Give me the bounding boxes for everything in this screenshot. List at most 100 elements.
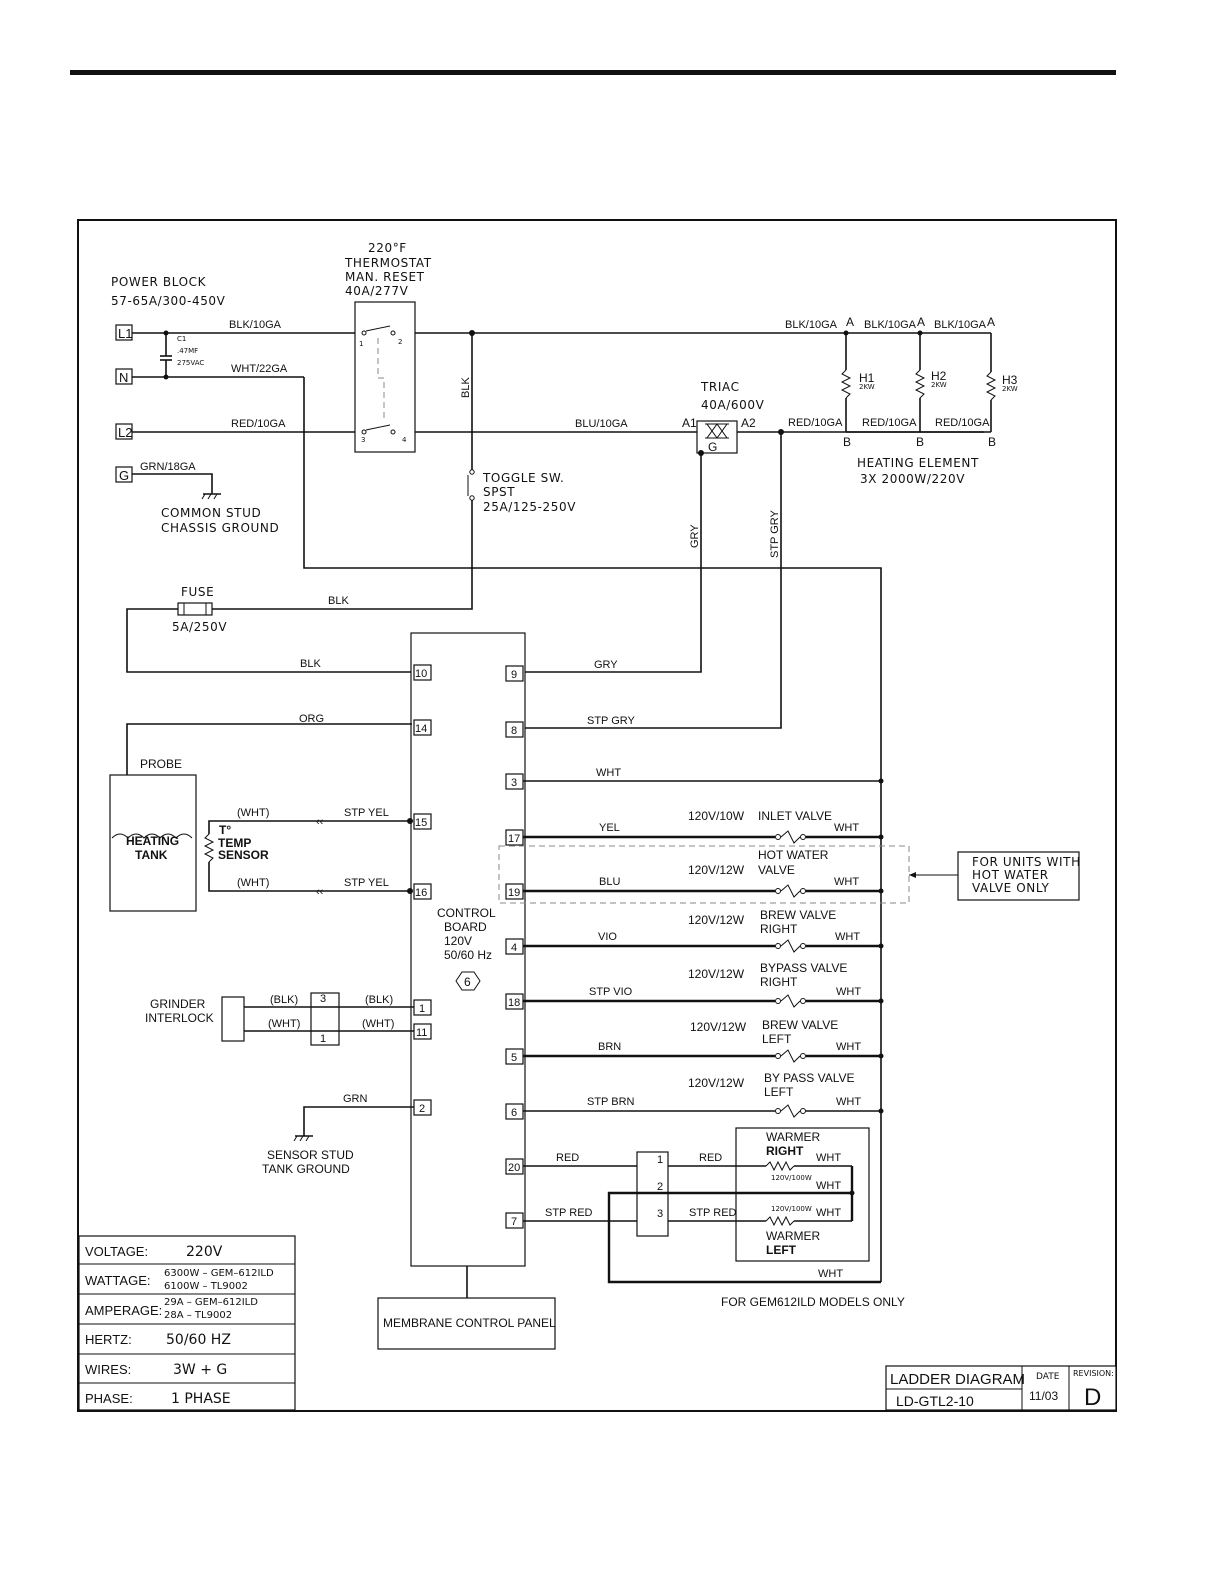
wire-sensor-15 [208,820,410,834]
terminal-n-label: N [119,370,128,385]
control-board-label-3: 120V [444,934,472,948]
heater-caption-1: HEATING ELEMENT [857,456,979,470]
sensor-stud-label-1: SENSOR STUD [267,1148,354,1162]
rung-bypass-valve-right [505,993,884,1010]
left-pin-11-label: 11 [416,1027,427,1039]
title-block-title: LADDER DIAGRAM [890,1371,1025,1388]
fuse-label: FUSE [181,585,214,599]
hot-water-note-1: FOR UNITS WITH [972,855,1081,869]
wire-org [126,723,412,778]
rung-bypass-valve-left [505,1103,884,1120]
right-pin-9-label: 9 [511,669,517,681]
wire-g [132,473,213,494]
warmer-stpred-label: STP RED [689,1207,737,1219]
left-pin-15 [413,813,432,830]
rung-inlet-valve [505,829,884,846]
control-board-label-4: 50/60 Hz [444,948,492,962]
membrane-label: MEMBRANE CONTROL PANEL [383,1316,556,1330]
title-block-number: LD-GTL2-10 [896,1393,974,1409]
grinder-wire-blk-1: (BLK) [270,994,298,1006]
heater-h3-label: H3 [1002,373,1018,387]
heater-h2-label: H2 [931,369,947,383]
wire-warmer-common [607,1191,881,1284]
tank-ground-icon [293,1135,313,1142]
ground-label-1: COMMON STUD [161,506,261,520]
svg-text:A: A [987,315,995,329]
heater-h3: A B [985,315,997,449]
terminal-l2-label: L2 [118,425,132,440]
heater-caption-2: 3X 2000W/220V [860,472,965,486]
warmer-conn-1: 1 [657,1154,663,1166]
thermostat-switch-icon [361,325,396,435]
brew-left-label-1: BREW VALVE [762,1018,838,1032]
toggle-label: TOGGLE SW. [482,471,564,485]
wire-neutral-return [303,377,882,1282]
wire-fuse-in [126,608,412,673]
brew-right-label-1: BREW VALVE [760,908,836,922]
left-pin-14-label: 14 [415,723,427,735]
wire-stp-gry [523,432,782,729]
sensor-wht-15: (WHT) [237,807,269,819]
wire-l2-label: RED/10GA [231,418,286,430]
right-pin-19-label: 19 [508,887,520,899]
brew-right-wht-label: WHT [835,931,860,943]
wire-stpvio-label: STP VIO [589,986,633,998]
control-board-label-1: CONTROL [437,906,496,920]
title-block-rev: D [1084,1384,1101,1411]
grinder-wire-wht-1: (WHT) [268,1018,300,1030]
right-pin-7-label: 7 [511,1216,517,1228]
capacitor-name: C1 [177,335,186,343]
title-block-date-label: DATE [1036,1372,1060,1382]
temp-sensor-label-2: SENSOR [218,848,269,862]
warmer-left-label-2: LEFT [766,1243,797,1257]
temp-sensor-label-1: TEMP [218,836,251,850]
brew-left-label-2: LEFT [762,1032,792,1046]
left-pin-2-label: 2 [419,1103,425,1115]
spec-wires-value: 3W + G [173,1362,227,1378]
sensor-stpyel-15: STP YEL [344,807,389,819]
control-board-hex-icon [455,971,481,991]
hot-water-note-3: VALVE ONLY [972,881,1050,895]
svg-text:B: B [916,435,924,449]
heater-wire-bot-2: RED/10GA [862,417,917,429]
warmer-right-wht: WHT [816,1152,841,1164]
bypass-right-label-1: BYPASS VALVE [760,961,847,975]
warmer-left-element-icon [765,1215,795,1227]
right-pin-18-label: 18 [508,997,520,1009]
inlet-rating: 120V/10W [688,809,745,823]
grinder-conn-3: 3 [320,993,326,1005]
warmer-left-wht: WHT [816,1207,841,1219]
bypass-left-wht-label: WHT [836,1096,861,1108]
terminal-g-label: G [119,468,129,483]
wire-stpred-7-label: STP RED [545,1207,593,1219]
svg-text:B: B [988,435,996,449]
triac-a2: A2 [741,416,756,430]
bypass-left-label-1: BY PASS VALVE [764,1071,855,1085]
hot-water-rating: 120V/12W [688,863,745,877]
spec-table [78,1235,296,1411]
hot-water-label-1: HOT WATER [758,848,829,862]
probe-label: PROBE [140,757,182,771]
wire-gry-vertical-label: GRY [689,524,701,548]
warmer-conn-3: 3 [657,1208,663,1220]
spec-phase-value: 1 PHASE [171,1391,231,1407]
thermostat-label: THERMOSTAT [344,256,432,270]
brew-right-label-2: RIGHT [760,922,798,936]
warmer-return-wht: WHT [818,1268,843,1280]
wire-yel-label: YEL [599,822,620,834]
bypass-right-label-2: RIGHT [760,975,798,989]
spec-amperage-label: AMPERAGE: [85,1303,162,1318]
grinder-interlock-icon [221,996,245,1042]
temp-sensor-icon [203,833,215,863]
bypass-left-rating: 120V/12W [688,1076,745,1090]
left-pin-14 [413,719,432,736]
wire-toggle-to-fuse [212,500,473,610]
inlet-wht-label: WHT [834,822,859,834]
warmer-right-rating: 120V/100W [771,1174,812,1182]
grinder-connector [310,992,340,1046]
wire-g-label: GRN/18GA [140,461,196,473]
warmer-left-rating: 120V/100W [771,1205,812,1213]
control-board-number: 6 [464,975,471,989]
left-pin-16 [413,883,432,900]
